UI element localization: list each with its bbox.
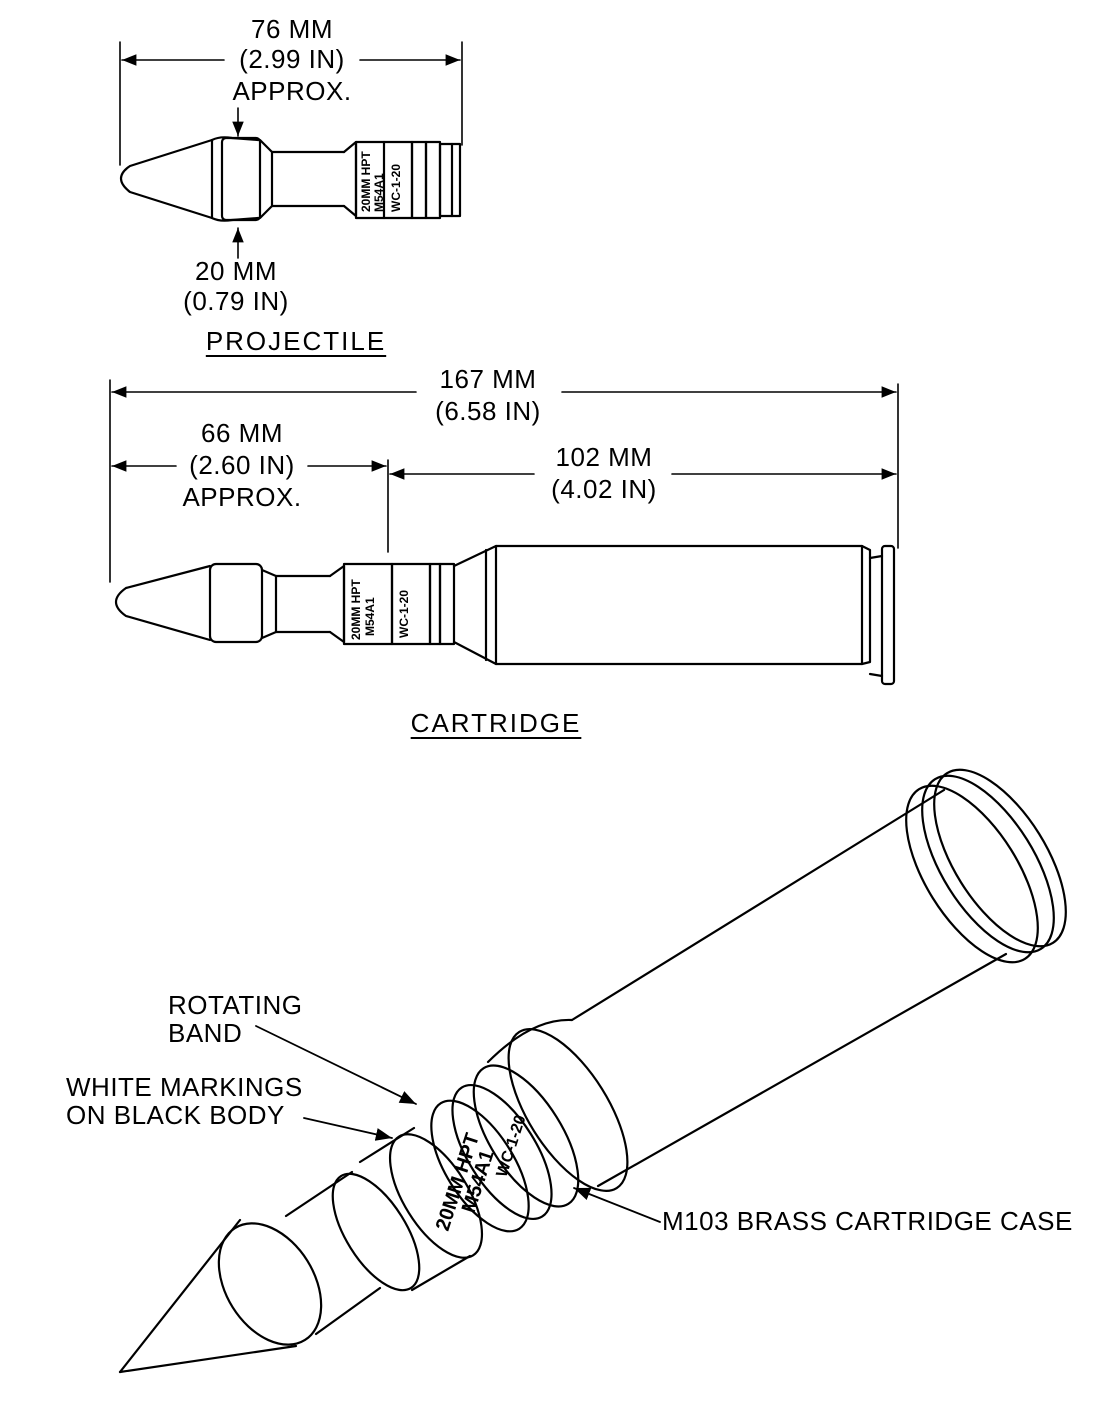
cartridge-bourrelet — [208, 562, 264, 644]
perspective-drawing — [118, 768, 1067, 1374]
rotating-band-label-line2: BAND — [168, 1018, 243, 1048]
cartridge-marking-line1: 20MM HPT — [349, 579, 363, 640]
cartridge-projectile-in: (2.60 IN) — [189, 450, 295, 480]
perspective-marking-line3: WC-1-20 — [494, 1113, 530, 1179]
projectile-drawing — [119, 41, 463, 259]
case-rim — [880, 544, 896, 686]
projectile-bourrelet — [220, 136, 262, 222]
white-markings-label-line1: WHITE MARKINGS — [66, 1072, 303, 1102]
cartridge-overall-in: (6.58 IN) — [435, 396, 541, 426]
cartridge-projectile-mm: 66 MM — [201, 418, 283, 448]
perspective-nose-bottom — [118, 1344, 298, 1374]
projectile-rotating-band-1 — [410, 140, 428, 220]
cartridge-rotating-band — [428, 562, 442, 646]
cartridge-marking-line3: WC-1-20 — [397, 590, 411, 638]
projectile-caption: PROJECTILE — [205, 326, 387, 356]
perspective-case-top — [570, 788, 946, 1022]
projectile-rotating-band-2 — [438, 142, 462, 218]
cartridge-nose — [114, 564, 212, 642]
projectile-marking-line2: M54A1 — [372, 173, 386, 212]
white-markings-leader — [303, 1117, 393, 1141]
projectile-diameter-in: (0.79 IN) — [183, 286, 289, 316]
projectile-length-mm: 76 MM — [251, 14, 333, 44]
case-body — [494, 544, 864, 666]
projectile-nose — [119, 138, 214, 220]
perspective-nose-top — [118, 1218, 242, 1374]
cartridge-case-mm: 102 MM — [555, 442, 653, 472]
cartridge-caption: CARTRIDGE — [410, 708, 582, 738]
perspective-case-bottom — [596, 952, 1008, 1188]
cartridge-neck — [274, 574, 332, 634]
projectile-length-note: APPROX. — [232, 76, 352, 106]
cartridge-case-in: (4.02 IN) — [551, 474, 657, 504]
perspective-case-base — [905, 784, 1039, 964]
cartridge-marking-line2: M54A1 — [363, 597, 377, 636]
projectile-diameter-mm: 20 MM — [195, 256, 277, 286]
projectile-marking-line3: WC-1-20 — [389, 164, 403, 212]
cartridge-projectile-note: APPROX. — [182, 482, 302, 512]
cartridge-drawing — [109, 379, 899, 686]
case-shoulder — [452, 544, 498, 666]
rotating-band-leader — [255, 1025, 417, 1105]
projectile-marking-line1: 20MM HPT — [359, 151, 373, 212]
case-leader — [573, 1187, 661, 1223]
rotating-band-label-line1: ROTATING — [168, 990, 303, 1020]
perspective-rotating-band — [430, 1099, 530, 1233]
cartridge-overall-mm: 167 MM — [439, 364, 537, 394]
projectile-length-in: (2.99 IN) — [239, 44, 345, 74]
case-label: M103 BRASS CARTRIDGE CASE — [662, 1206, 1073, 1236]
projectile-neck — [270, 150, 346, 208]
white-markings-label-line2: ON BLACK BODY — [66, 1100, 285, 1130]
